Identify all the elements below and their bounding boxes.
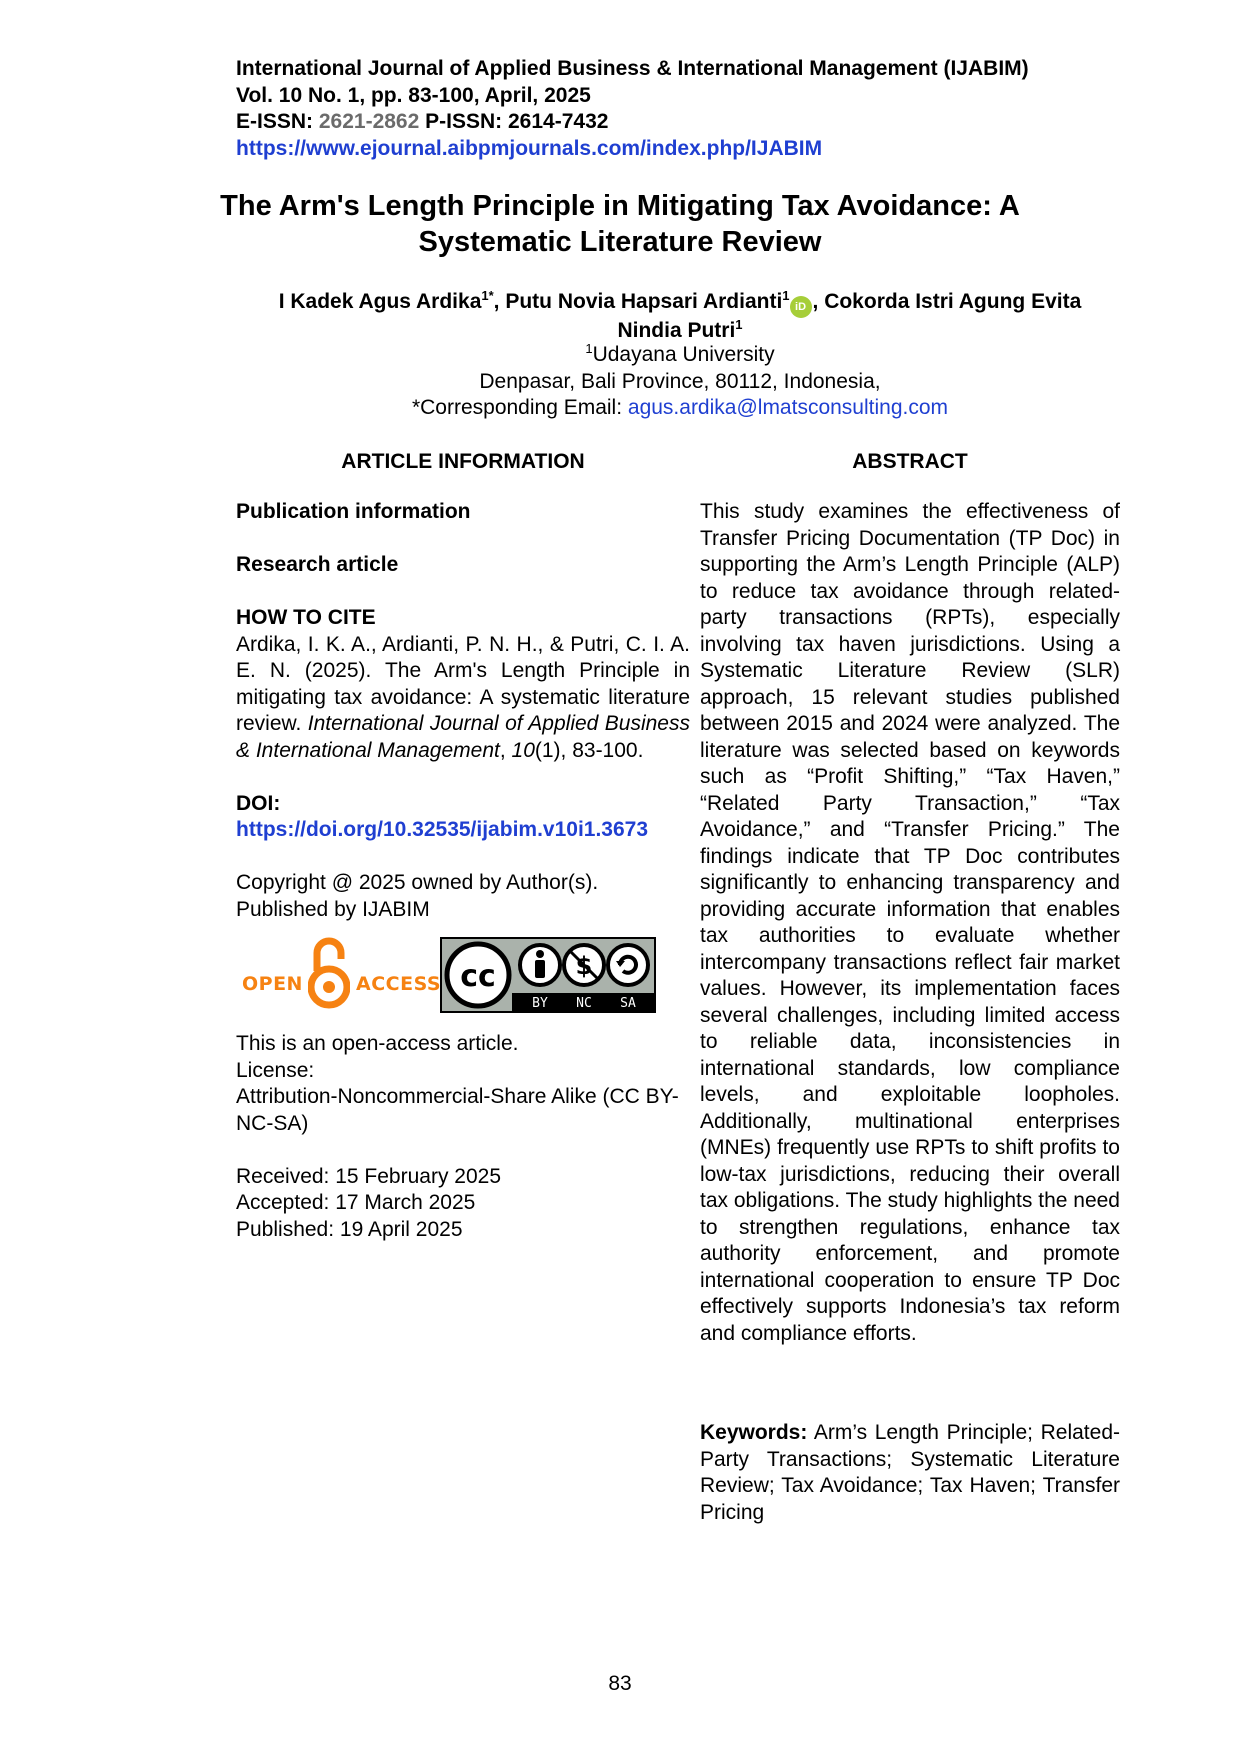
citation-volume: 10 [511,738,535,762]
article-information-heading: ARTICLE INFORMATION [341,450,585,473]
author-1-name: I Kadek Agus Ardika [278,290,482,313]
title-line-1: The Arm's Length Principle in Mitigating… [220,190,1020,222]
copyright-text: Copyright @ 2025 owned by Author(s). [236,871,599,894]
author-3-name-part-2: Nindia Putri [617,319,736,342]
svg-text:cc: cc [460,959,496,994]
cc-by-label: BY [532,996,548,1011]
doi-label: DOI: [236,791,281,815]
affiliation-address: Denpasar, Bali Province, 80112, Indonesi… [479,369,881,393]
author-3-name-part-1: Cokorda Istri Agung Evita [824,290,1082,313]
sharealike-icon [606,943,650,987]
how-to-cite-label: HOW TO CITE [236,606,376,629]
cc-by-nc-sa-badge[interactable]: cc $ BY NC SA [440,937,656,1013]
corresponding-email: *Corresponding Email: agus.ardika@lmatsc… [170,395,1190,422]
keywords-label: Keywords: [700,1421,808,1444]
eissn-value: 2621-2862 [318,110,420,133]
published-date: Published: 19 April 2025 [236,1217,463,1241]
received-date: Received: 15 February 2025 [236,1164,501,1188]
citation-issue-pages: (1), 83-100. [534,738,644,762]
abstract-heading: ABSTRACT [852,450,968,473]
journal-issn: E-ISSN: 2621-2862 P-ISSN: 2614-7432 [236,109,1156,136]
author-line-2: Nindia Putri1 [170,318,1190,345]
orcid-icon[interactable]: iD [789,296,812,318]
author-2-affiliation-mark: 1 [782,288,790,303]
published-by-text: Published by IJABIM [236,897,430,921]
attribution-person-icon [518,943,562,987]
author-list: I Kadek Agus Ardika1*, Putu Novia Hapsar… [170,289,1190,345]
citation-separator: , [499,738,512,762]
title-line-2: Systematic Literature Review [418,226,822,258]
license-value: Attribution-Noncommercial-Share Alike (C… [236,1085,679,1135]
cc-nc-label: NC [576,996,592,1011]
cc-sa-label: SA [620,996,636,1011]
pissn-label: P-ISSN: [425,110,503,133]
open-access-statement: This is an open-access article. [236,1032,519,1055]
accepted-date: Accepted: 17 March 2025 [236,1191,476,1214]
keywords: Keywords: Arm’s Length Principle; Relate… [700,1420,1120,1526]
affiliation-mark: 1 [585,341,593,356]
eissn-label: E-ISSN: [236,110,314,133]
research-article-label: Research article [236,553,399,576]
page-number: 83 [608,1672,632,1695]
publication-information-label: Publication information [236,500,471,523]
author-1-affiliation-mark: 1* [481,288,494,303]
affiliation-university: 1Udayana University [170,342,1190,369]
author-2-name: Putu Novia Hapsari Ardianti [505,290,783,313]
article-information-column: Publication information Research article… [236,499,690,1243]
affiliation-block: 1Udayana University Denpasar, Bali Provi… [170,342,1190,422]
noncommercial-dollar-icon: $ [562,943,606,987]
citation-authors-title: Ardika, I. K. A., Ardianti, P. N. H., & … [236,632,690,736]
abstract-text: This study examines the effectiveness of… [700,500,1120,1345]
author-3-affiliation-mark: 1 [735,317,743,332]
citation-journal: International Journal of Applied Busines… [236,712,690,762]
license-badges: OPEN ACCESS cc [236,937,690,1019]
university-name: Udayana University [592,343,775,366]
journal-name: International Journal of Applied Busines… [236,57,1029,80]
author-separator: , [812,290,825,313]
doi-link[interactable]: https://doi.org/10.32535/ijabim.v10i1.36… [236,818,649,841]
cc-icon: cc [444,941,512,1009]
journal-volume: Vol. 10 No. 1, pp. 83-100, April, 2025 [236,83,591,107]
pissn-value: 2614-7432 [508,110,609,133]
citation-text: Ardika, I. K. A., Ardianti, P. N. H., & … [236,632,690,765]
email-link[interactable]: agus.ardika@lmatsconsulting.com [627,396,949,419]
open-access-open-text: OPEN [242,973,303,995]
keywords-value: Arm’s Length Principle; Related-Party Tr… [700,1421,1120,1524]
paper-title: The Arm's Length Principle in Mitigating… [200,188,1040,260]
journal-header: International Journal of Applied Busines… [236,56,1156,162]
email-label: *Corresponding Email: [411,396,628,419]
license-label: License: [236,1058,315,1082]
journal-url-link[interactable]: https://www.ejournal.aibpmjournals.com/i… [236,136,823,160]
open-access-lock-icon [308,937,350,1009]
author-separator: , [493,290,506,313]
open-access-access-text: ACCESS [356,973,442,995]
open-access-logo: OPEN ACCESS [242,937,441,1013]
author-line-1: I Kadek Agus Ardika1*, Putu Novia Hapsar… [170,289,1190,318]
